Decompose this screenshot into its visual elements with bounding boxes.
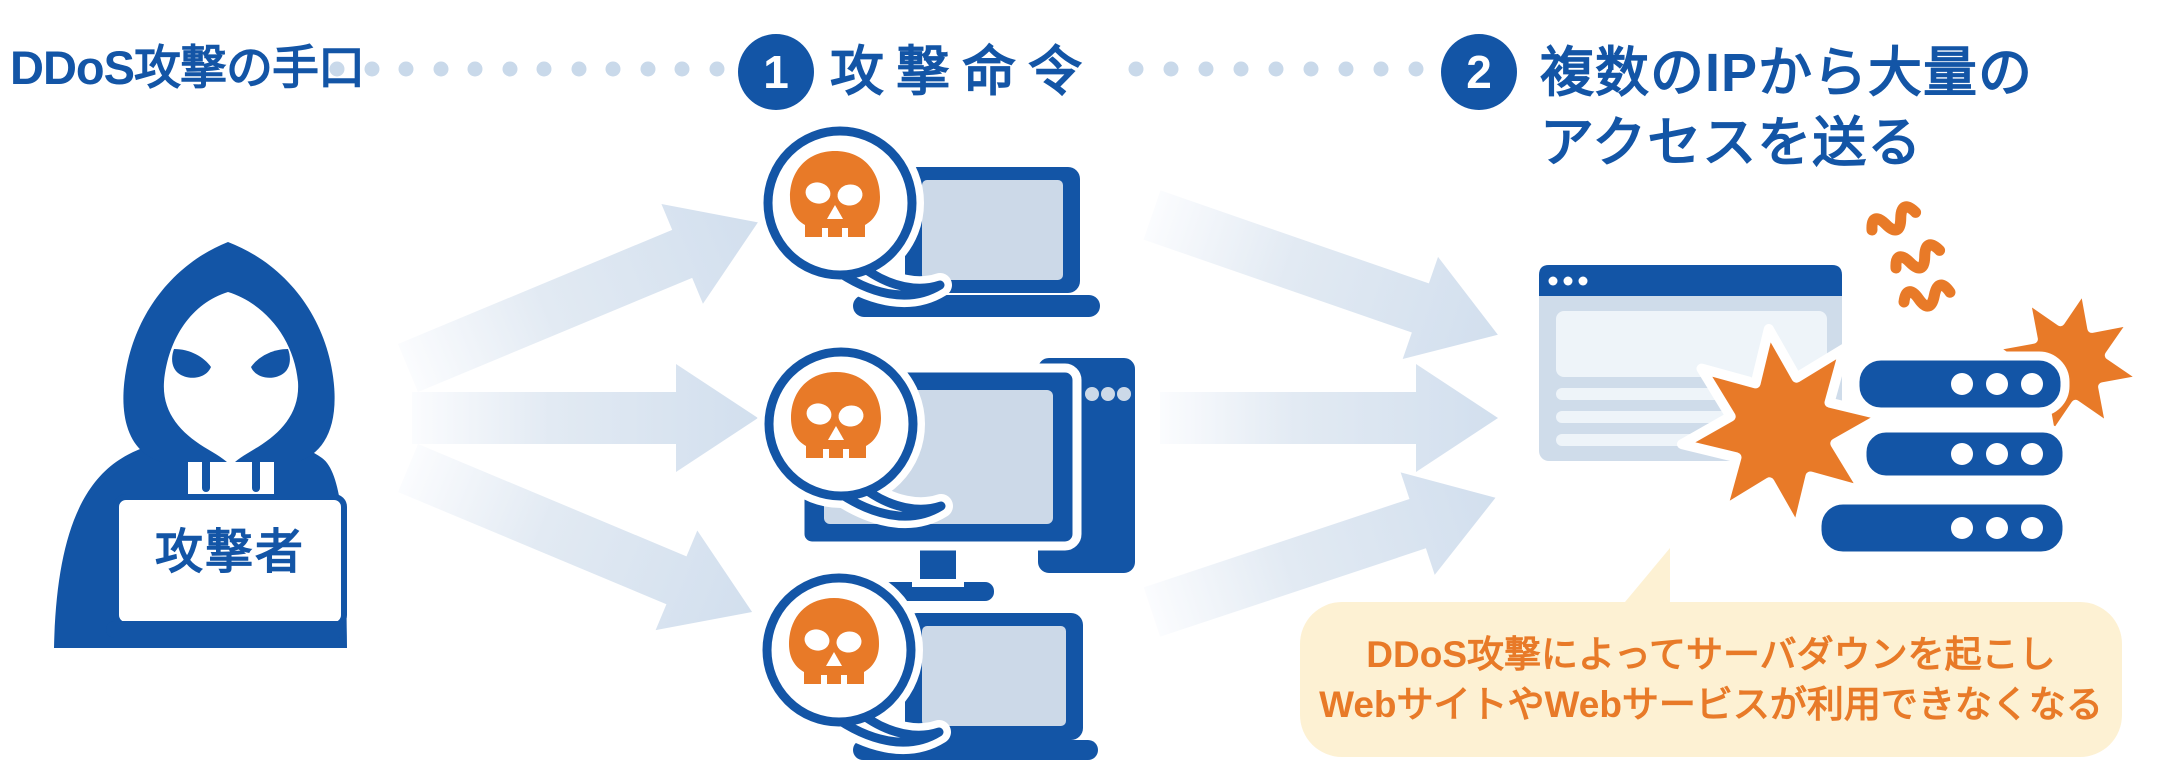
arrow-right-icon <box>397 444 753 631</box>
hacker-face <box>163 292 299 466</box>
step-1-number: 1 <box>763 46 789 98</box>
result-callout: DDoS攻撃によってサーバダウンを起こし WebサイトやWebサービスが利用でき… <box>1300 602 2122 757</box>
squiggle-icons <box>1866 201 1956 312</box>
step-2-label: 複数のIPから大量の アクセスを送る <box>1540 38 2033 178</box>
squiggle-icon <box>1898 279 1956 312</box>
page-title: DDoS攻撃の手口 <box>10 41 365 94</box>
dotted-leader-line-1 <box>329 61 725 77</box>
server-lights <box>1951 373 2043 539</box>
arrow-right-icon <box>412 364 758 472</box>
laptop-screen <box>922 626 1066 726</box>
squiggle-icon <box>1890 239 1946 274</box>
server-stack-icon <box>1812 351 2072 561</box>
bot-laptop-1 <box>853 167 1100 317</box>
mass-access-arrows <box>1143 190 1498 637</box>
laptop-screen <box>922 180 1063 280</box>
step-2-label-line2: アクセスを送る <box>1540 113 1923 173</box>
arrow-right-icon <box>1143 472 1496 637</box>
step-1-label: 攻撃命令 <box>830 42 1094 102</box>
browser-title-bar <box>1539 265 1842 296</box>
step-2-number: 2 <box>1466 46 1492 98</box>
attacker-laptop-base <box>106 621 346 638</box>
browser-window-dots <box>1548 276 1588 286</box>
hooded-hacker-icon <box>54 242 347 648</box>
tower-dots <box>1085 387 1131 401</box>
arrow-right-icon <box>1143 190 1498 359</box>
step-2-badge: 2 <box>1441 34 1517 110</box>
hacker-eye-right <box>251 349 290 378</box>
bot-laptop-3 <box>853 613 1098 760</box>
hacker-eye-left <box>172 349 211 378</box>
dotted-leader-line-2 <box>1128 61 1424 77</box>
callout-line2: WebサイトやWebサービスが利用できなくなる <box>1319 683 2103 725</box>
callout-line1: DDoS攻撃によってサーバダウンを起こし <box>1366 633 2056 675</box>
server-unit <box>1812 495 2072 561</box>
squiggle-icon <box>1866 201 1922 236</box>
callout-tail <box>1620 548 1670 608</box>
step-1-badge: 1 <box>738 34 814 110</box>
step-2-label-line1: 複数のIPから大量の <box>1540 43 2034 103</box>
attacker-label: 攻撃者 <box>154 526 305 579</box>
attack-command-arrows <box>397 204 758 631</box>
arrow-right-icon <box>1160 364 1498 472</box>
burst-icon <box>1677 324 1889 536</box>
arrow-right-icon <box>398 204 758 393</box>
